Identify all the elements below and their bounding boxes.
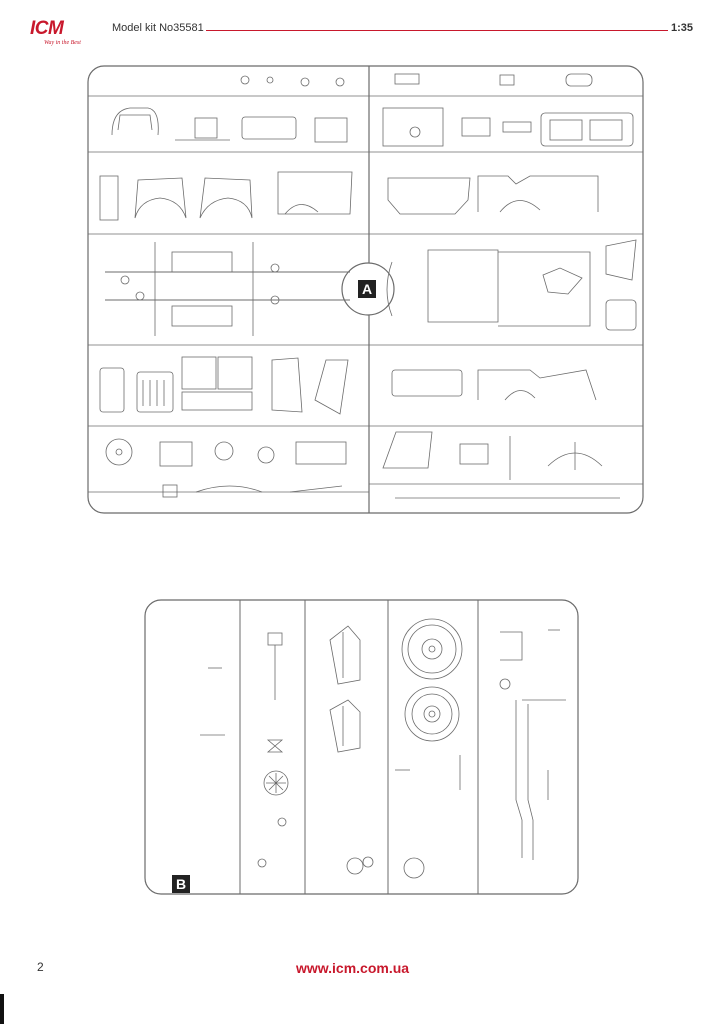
logo-text: ICM [30, 18, 64, 39]
logo-tagline: Way in the Best [44, 40, 81, 46]
sprue-a-label: A [358, 280, 376, 298]
sprue-b-frame [144, 599, 579, 895]
icm-logo: ICM Way in the Best [30, 18, 100, 52]
kit-number-label: Model kit No35581 [112, 22, 204, 34]
sprue-a-parts [99, 73, 637, 499]
page-number: 2 [37, 960, 44, 974]
website-link[interactable]: www.icm.com.ua [296, 960, 410, 976]
header-divider [206, 30, 668, 31]
sprue-b-parts [200, 618, 566, 879]
binding-mark [0, 994, 4, 1024]
page-header: ICM Way in the Best Model kit No35581 1:… [0, 0, 723, 50]
scale-label: 1:35 [671, 22, 694, 34]
sprue-b-label: B [172, 875, 190, 893]
